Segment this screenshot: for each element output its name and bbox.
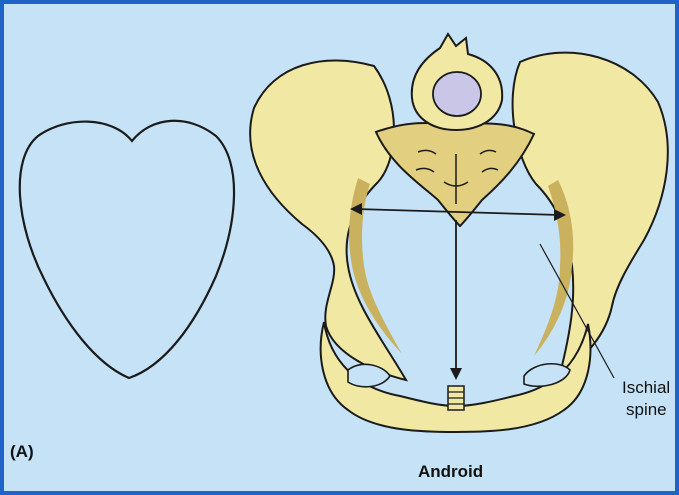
left-iliac-wing <box>250 60 406 380</box>
heart-inlet-shape <box>20 121 234 378</box>
figure-caption: Android <box>418 462 483 482</box>
callout-label-line1: Ischial <box>622 378 670 398</box>
anteroposterior-arrowhead <box>450 368 462 380</box>
right-iliac-wing <box>513 53 668 374</box>
callout-label-line2: spine <box>626 400 667 420</box>
panel-label: (A) <box>10 442 34 462</box>
intervertebral-disc <box>433 72 481 116</box>
diagram-canvas <box>4 4 675 491</box>
